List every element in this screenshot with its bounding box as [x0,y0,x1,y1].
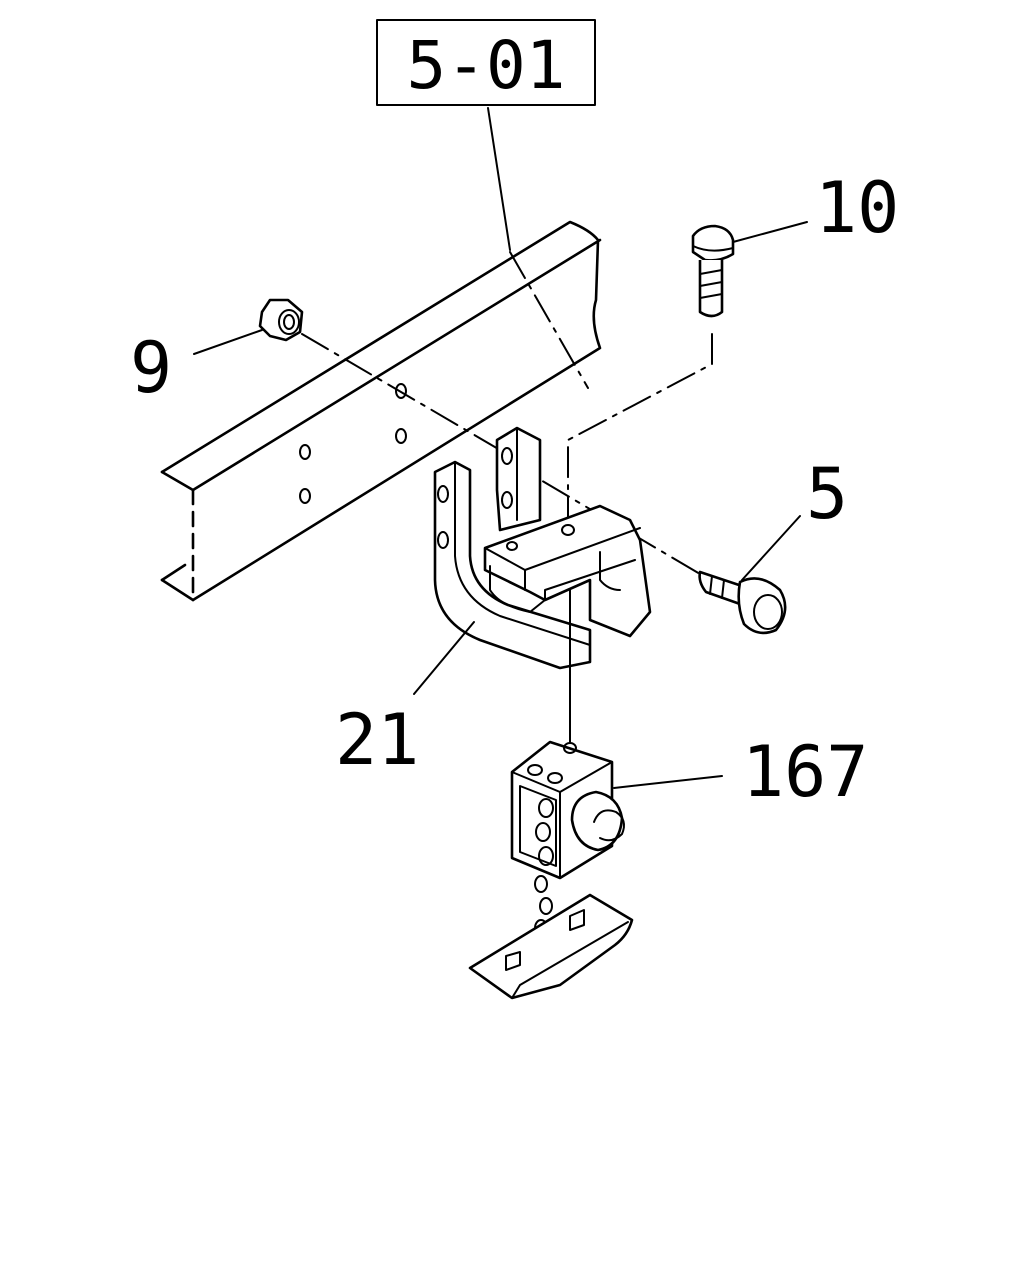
block-assembly-167[interactable] [468,740,634,1000]
flange-nut-9[interactable] [258,298,304,342]
callout-10: 10 [815,167,899,249]
bolt-5-leader [741,515,801,581]
nut-9-leader [193,329,263,355]
callout-21: 21 [335,699,419,781]
bolt-5[interactable] [698,570,787,635]
callout-9: 9 [130,327,172,409]
bolt-10-leader [732,221,808,243]
bolt-10[interactable] [691,224,735,318]
reference-leader [487,107,511,251]
reference-label: 5-01 [407,27,566,104]
callout-167: 167 [742,731,868,813]
block-167-leader [613,775,723,789]
nut-9-axis-dashline [301,333,501,451]
frame-rail [160,220,602,602]
rail-center-dashline [509,251,589,389]
reference-box[interactable]: 5-01 [376,19,596,106]
bracket-21[interactable] [433,426,652,670]
bracket-21-leader [413,621,475,695]
callout-5: 5 [806,453,848,535]
bolt-10-axis-dashline [567,333,713,529]
chain-plate [468,893,634,1000]
